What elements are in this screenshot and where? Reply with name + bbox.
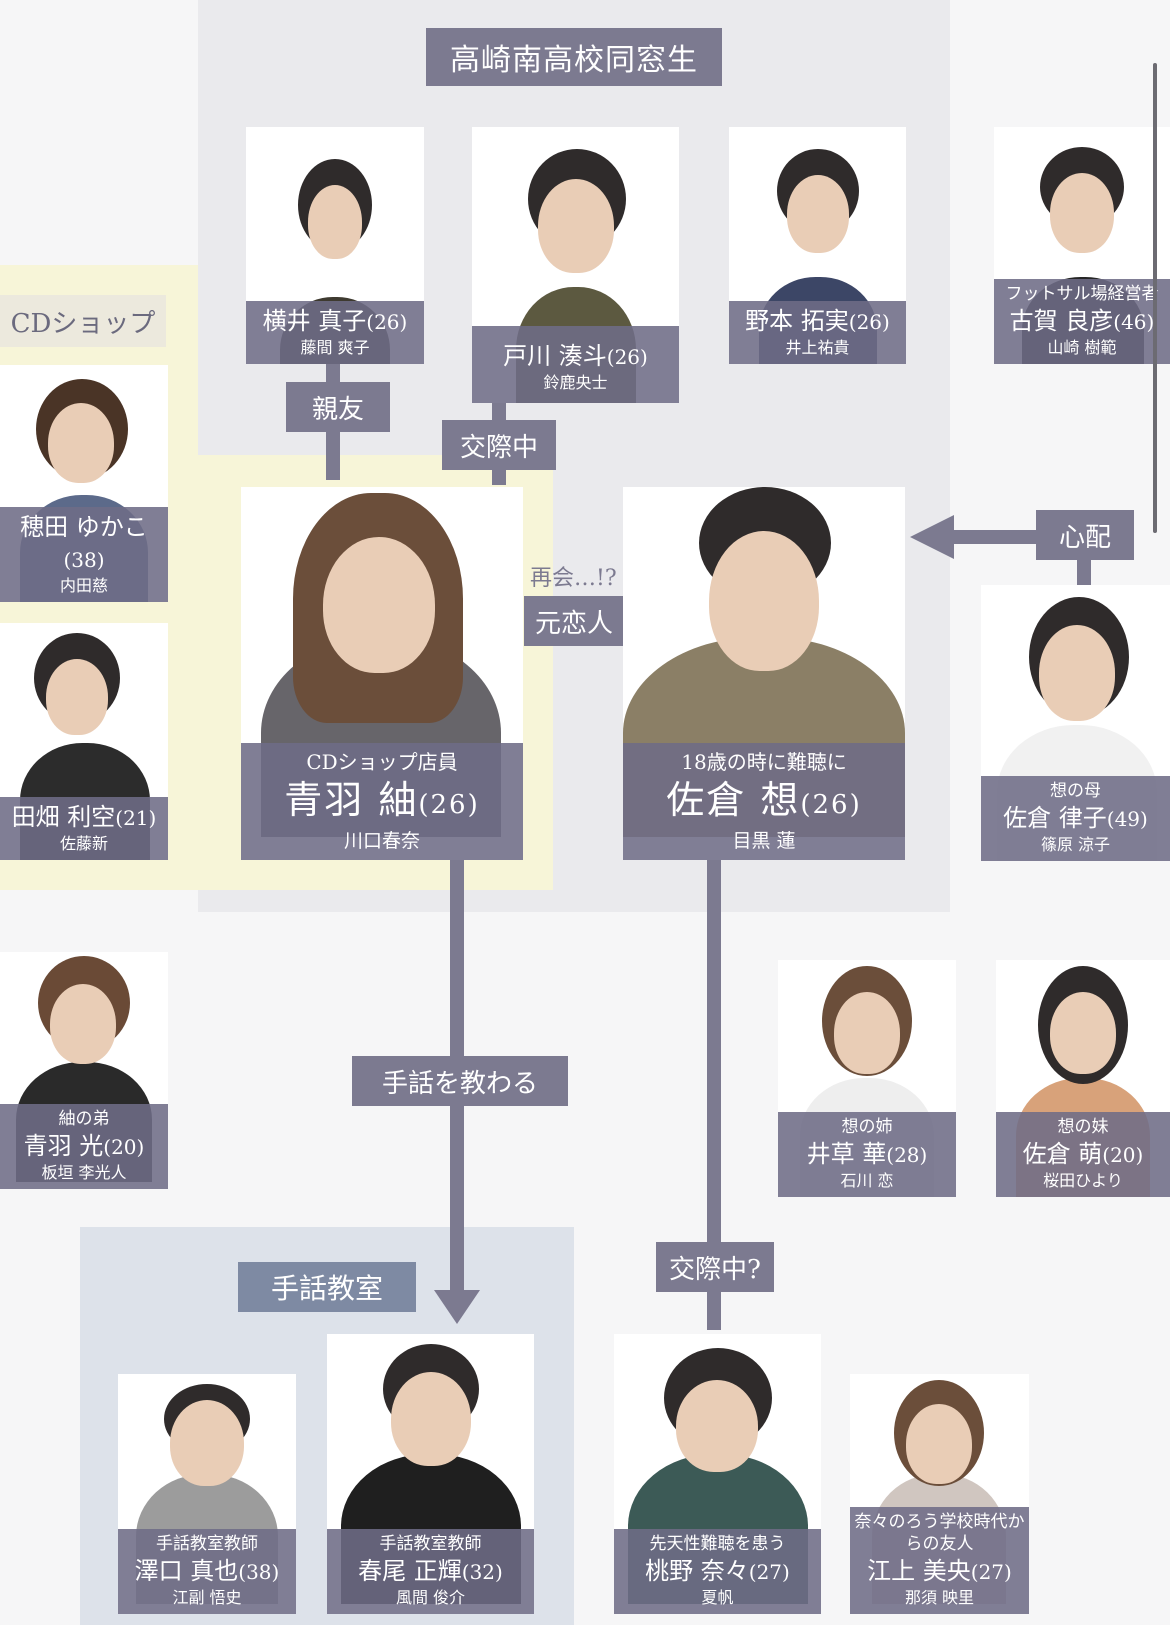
actor-name: 鈴鹿央士 [543, 373, 608, 392]
person-age: (21) [115, 806, 157, 830]
group-label-cd-shop: CDショップ [0, 295, 166, 347]
person-card-aoba[interactable]: CDショップ店員青羽 紬(26) 川口春奈 [241, 487, 523, 860]
person-card-sawaguchi[interactable]: 手話教室教師澤口 真也(38) 江副 悟史 [118, 1374, 296, 1614]
person-card-haruo[interactable]: 手話教室教師春尾 正輝(32) 風間 俊介 [327, 1334, 534, 1614]
person-age: (38) [63, 548, 105, 572]
person-name: 戸川 湊斗 [503, 342, 607, 370]
person-age: (28) [886, 1143, 928, 1167]
person-name: 江上 美央 [867, 1557, 971, 1585]
person-name: 田畑 利空 [11, 803, 116, 831]
person-card-tabata[interactable]: 田畑 利空(21) 佐藤新 [0, 623, 168, 860]
person-name: 横井 真子 [262, 307, 367, 335]
actor-name: 内田慈 [59, 576, 108, 595]
role-text: 手話教室教師 [156, 1534, 258, 1554]
role-text: 先天性難聴を患う [649, 1534, 786, 1554]
actor-name: 石川 恋 [840, 1171, 894, 1190]
relation-worry: 心配 [1036, 510, 1134, 560]
person-name: 佐倉 想 [666, 778, 801, 822]
line-worry-mother [1077, 555, 1091, 590]
person-name: 野本 拓実 [745, 307, 849, 335]
actor-name: 那須 映里 [904, 1588, 975, 1607]
role-text: CDショップ店員 [306, 750, 458, 774]
actor-name: 藤間 爽子 [300, 338, 370, 357]
person-card-ritsuko[interactable]: 想の母佐倉 律子(49) 篠原 涼子 [981, 585, 1170, 861]
person-card-yokoi[interactable]: 横井 真子(26) 藤間 爽子 [246, 127, 424, 364]
person-name: 佐倉 萌 [1022, 1140, 1103, 1168]
person-name: 佐倉 律子 [1003, 804, 1107, 832]
role-text: 想の母 [1050, 781, 1101, 801]
line-dating-q [707, 860, 721, 1330]
person-age: (20) [103, 1135, 145, 1159]
role-text: 紬の弟 [58, 1109, 110, 1129]
person-age: (26) [848, 310, 890, 334]
relation-dating-q: 交際中? [656, 1242, 774, 1292]
actor-name: 井上祐貴 [785, 338, 850, 357]
actor-name: 江副 悟史 [172, 1588, 242, 1607]
scrollbar[interactable] [1153, 63, 1157, 533]
relation-ex-lover: 元恋人 [524, 596, 624, 646]
person-card-momono[interactable]: 先天性難聴を患う桃野 奈々(27) 夏帆 [614, 1334, 821, 1614]
person-card-hoda[interactable]: 穂田 ゆかこ (38) 内田慈 [0, 365, 168, 602]
actor-name: 目黒 蓮 [732, 830, 796, 852]
person-age: (38) [238, 1560, 280, 1584]
person-age: (20) [1102, 1143, 1144, 1167]
relation-dating: 交際中 [442, 420, 556, 470]
relation-reunion: 再会…!? [530, 566, 617, 591]
person-card-koga[interactable]: フットサル場経営者古賀 良彦(46) 山崎 樹範 [994, 127, 1170, 364]
person-age: (49) [1106, 807, 1148, 831]
role-text: 手話教室教師 [379, 1534, 482, 1554]
relation-learn-sign: 手話を教わる [352, 1056, 568, 1106]
person-card-hikaru[interactable]: 紬の弟青羽 光(20) 板垣 李光人 [0, 952, 168, 1189]
person-name: 春尾 正輝 [358, 1557, 462, 1585]
role-text: 奈々のろう学校時代からの友人 [854, 1512, 1025, 1554]
line-worry [950, 530, 1038, 544]
role-text: 想の姉 [841, 1117, 893, 1137]
person-card-sakura[interactable]: 18歳の時に難聴に佐倉 想(26)目黒 蓮 [623, 487, 905, 860]
person-age: (26) [800, 790, 862, 820]
role-text: 想の妹 [1057, 1117, 1109, 1137]
group-label-high-school: 高崎南高校同窓生 [426, 28, 722, 86]
group-label-sign-class: 手話教室 [238, 1262, 416, 1312]
role-text: 18歳の時に難聴に [681, 750, 847, 774]
arrow-left-icon [910, 515, 954, 559]
role-text: フットサル場経営者 [1005, 284, 1159, 304]
actor-name: 山崎 樹範 [1047, 338, 1117, 357]
person-name: 青羽 光 [23, 1132, 104, 1160]
person-age: (27) [970, 1560, 1012, 1584]
person-age: (46) [1113, 310, 1155, 334]
actor-name: 川口春奈 [343, 830, 420, 852]
person-age: (27) [748, 1560, 790, 1584]
person-card-moe[interactable]: 想の妹佐倉 萌(20) 桜田ひより [996, 960, 1170, 1197]
person-card-nomoto[interactable]: 野本 拓実(26) 井上祐貴 [729, 127, 906, 364]
person-age: (32) [461, 1560, 503, 1584]
person-age: (26) [366, 310, 408, 334]
arrow-down-icon [434, 1290, 480, 1324]
actor-name: 佐藤新 [59, 834, 108, 853]
person-name: 澤口 真也 [134, 1557, 239, 1585]
actor-name: 風間 俊介 [395, 1588, 466, 1607]
person-card-hana[interactable]: 想の姉井草 華(28) 石川 恋 [778, 960, 956, 1197]
person-card-togawa[interactable]: 戸川 湊斗(26) 鈴鹿央士 [472, 127, 679, 403]
person-card-egami[interactable]: 奈々のろう学校時代からの友人江上 美央(27) 那須 映里 [850, 1374, 1029, 1614]
person-name: 穂田 ゆかこ [20, 513, 148, 541]
person-name: 古賀 良彦 [1009, 307, 1114, 335]
person-name: 桃野 奈々 [645, 1557, 749, 1585]
actor-name: 桜田ひより [1043, 1171, 1123, 1190]
person-age: (26) [418, 790, 480, 820]
actor-name: 篠原 涼子 [1040, 835, 1111, 854]
actor-name: 夏帆 [701, 1588, 734, 1607]
actor-name: 板垣 李光人 [41, 1163, 127, 1182]
person-name: 井草 華 [806, 1140, 887, 1168]
person-name: 青羽 紬 [284, 778, 419, 822]
relation-best-friend: 親友 [286, 382, 390, 432]
person-age: (26) [606, 345, 648, 369]
